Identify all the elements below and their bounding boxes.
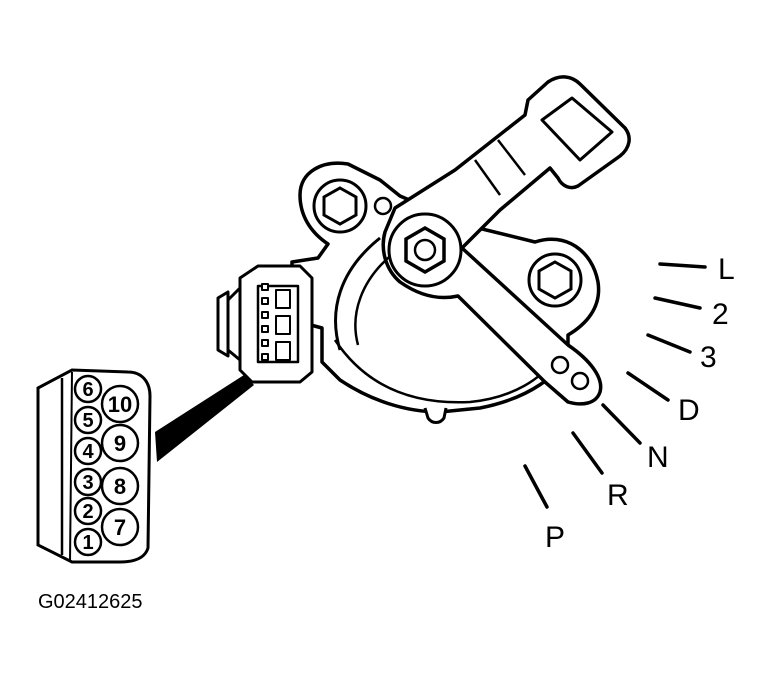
pin-label-5: 5 <box>82 410 93 432</box>
shift-position-label-3: 3 <box>700 341 717 374</box>
shift-position-label-N: N <box>647 441 669 474</box>
housing-bolt-right <box>527 252 583 308</box>
pin-label-3: 3 <box>82 472 93 494</box>
pin-label-6: 6 <box>82 379 93 401</box>
pin-label-4: 4 <box>82 441 94 463</box>
connector-callout-pointer <box>155 375 254 462</box>
pin-label-9: 9 <box>114 431 126 456</box>
connector-pin-view: 6 5 4 3 2 1 10 9 8 7 <box>36 368 152 564</box>
shift-position-label-D: D <box>678 394 700 427</box>
pin-label-10: 10 <box>108 392 132 417</box>
switch-connector <box>216 264 314 384</box>
pin-label-7: 7 <box>114 515 126 540</box>
shift-lever-arm <box>334 75 631 406</box>
shift-position-label-P: P <box>545 521 565 554</box>
housing-bolt-left <box>312 178 393 234</box>
shift-position-ticks <box>523 262 707 509</box>
shift-position-label-L: L <box>718 253 735 286</box>
pin-label-8: 8 <box>114 474 126 499</box>
center-nut <box>387 212 463 288</box>
shift-position-label-R: R <box>607 479 629 512</box>
pin-label-2: 2 <box>82 501 93 523</box>
shift-position-label-2: 2 <box>712 298 729 331</box>
figure-id-caption: G02412625 <box>38 591 143 613</box>
pin-label-1: 1 <box>82 532 93 554</box>
